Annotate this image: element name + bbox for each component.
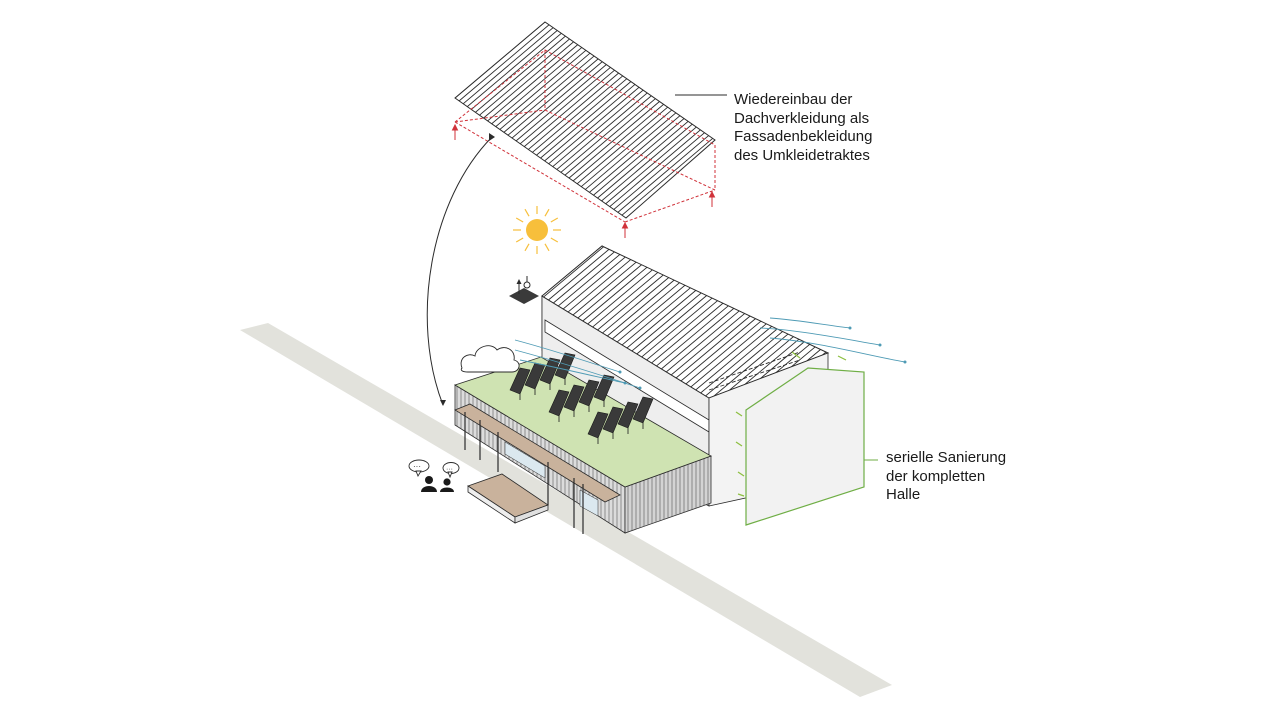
annotation-line: der kompletten [886,467,986,485]
people-talking-icon: ··· ··· [408,459,460,492]
annotation-line: serielle Sanierung [886,449,1007,466]
cloud-icon [460,345,520,373]
renovation-arrows [735,351,847,497]
solar-panel-icon [509,352,654,444]
removal-outline [454,49,716,223]
terrace [467,473,549,524]
reuse-arrow [426,136,493,406]
annotation-line: Wiedereinbau der [734,91,853,108]
svg-text:···: ··· [446,466,453,473]
lift-arrows [451,123,716,238]
svg-text:···: ··· [413,462,421,471]
prefab-facade-panel [745,367,878,526]
sun-icon [513,206,561,254]
annotation-line: Fassadenbekleidung [734,128,873,145]
annotation-line: Halle [886,486,921,503]
wind-flow-icon [514,317,906,389]
exploded-roof-cladding [451,21,727,238]
serial-renovation-annotation: serielle Sanierung der kompletten Halle [886,449,1006,505]
annotation-line: Dachverkleidung als [734,109,870,127]
annotation-line: des Umkleidetraktes [734,146,870,164]
entrance-canopy [454,403,621,534]
roof-reuse-annotation: Wiedereinbau der Dachverkleidung als Fas… [734,91,872,165]
heat-pump-icon [509,276,539,304]
ground-path [240,323,892,697]
